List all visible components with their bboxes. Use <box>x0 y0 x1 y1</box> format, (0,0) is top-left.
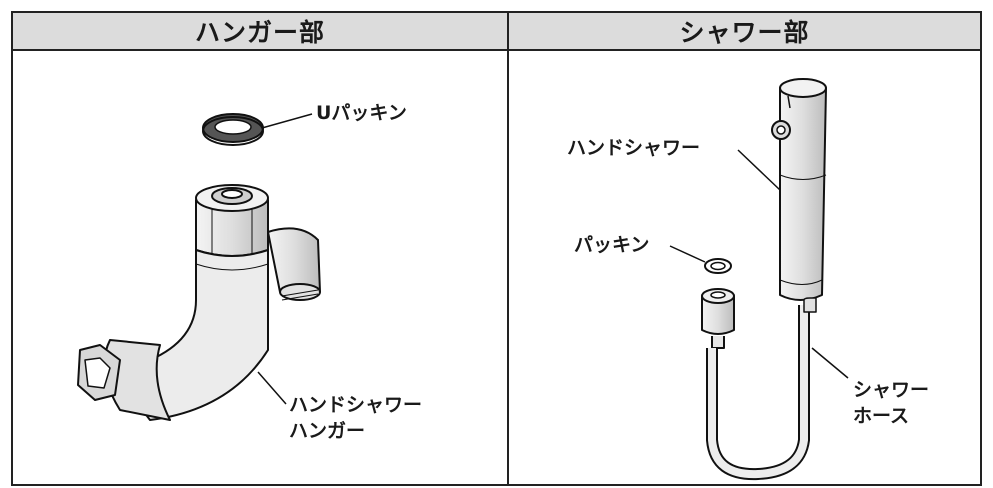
packing-leader <box>669 245 706 263</box>
hanger-leader <box>257 371 287 405</box>
packing-label: パッキン <box>574 234 650 256</box>
hand-shower-illustration <box>771 78 827 301</box>
hand-shower-leader <box>737 149 781 191</box>
hand-shower-hanger-label-line1: ハンドシャワー <box>289 394 423 416</box>
hand-shower-hanger-illustration <box>77 184 321 421</box>
u-packing-illustration <box>202 113 264 146</box>
shower-hose-label-line2: ホース <box>853 405 910 427</box>
section-divider <box>507 49 509 484</box>
u-packing-label: Uパッキン <box>316 102 407 124</box>
parts-table: ハンガー部 シャワー部 <box>11 11 982 486</box>
hand-shower-hanger-label-line2: ハンガー <box>289 420 366 442</box>
packing-illustration <box>704 258 732 274</box>
hose-leader <box>811 347 849 379</box>
shower-hose-label-line1: シャワー <box>853 379 930 401</box>
hanger-section-header: ハンガー部 <box>13 13 509 51</box>
u-packing-leader <box>261 113 313 129</box>
shower-hose-illustration <box>701 288 817 481</box>
shower-section-header: シャワー部 <box>509 13 980 51</box>
hand-shower-label: ハンドシャワー <box>567 137 701 159</box>
